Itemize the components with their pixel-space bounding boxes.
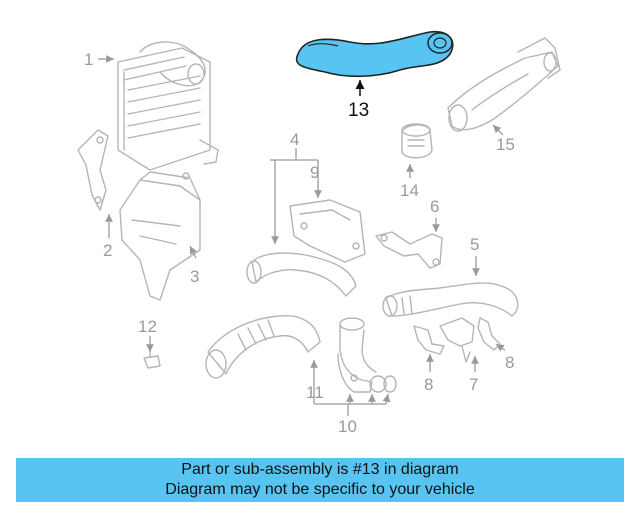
hose-part-5 [382, 282, 519, 317]
duct-part-15 [447, 37, 561, 132]
callout-8a: 8 [424, 375, 433, 394]
sleeve-part-14 [401, 123, 433, 159]
callout-14: 14 [400, 181, 419, 200]
clip-part-12 [143, 349, 161, 369]
bracket-part-6 [375, 231, 443, 269]
intercooler-part [117, 41, 219, 171]
heat-shield-part-9 [289, 199, 366, 263]
callout-8b: 8 [505, 353, 514, 372]
callout-2: 2 [103, 241, 112, 260]
bracket-part [77, 129, 109, 211]
callout-3: 3 [190, 267, 199, 286]
leader-15 [492, 124, 504, 136]
pipe-part-10 [337, 317, 397, 393]
duct-housing-part [119, 171, 201, 301]
banner-line-2: Diagram may not be specific to your vehi… [165, 481, 475, 498]
callout-12: 12 [138, 317, 157, 336]
leader-8b [495, 343, 506, 352]
callout-15: 15 [496, 135, 515, 154]
callout-5: 5 [470, 235, 479, 254]
callout-6: 6 [430, 197, 439, 216]
leader-10-d [382, 393, 391, 405]
banner-line-1: Part or sub-assembly is #13 in diagram [181, 461, 459, 478]
leader-3 [189, 245, 197, 259]
highlighted-hose-part-13 [295, 30, 454, 78]
callout-7: 7 [469, 375, 478, 394]
callout-4: 4 [290, 130, 299, 149]
bracket-part-7 [439, 317, 475, 363]
callout-1: 1 [84, 50, 93, 69]
callout-9: 9 [310, 163, 319, 182]
callout-11: 11 [306, 383, 324, 402]
callout-10: 10 [338, 417, 357, 436]
clamp-part-8-left [413, 325, 445, 355]
hose-part-11 [205, 315, 321, 379]
info-banner: Part or sub-assembly is #13 in diagram D… [16, 458, 624, 502]
callout-13: 13 [348, 100, 369, 121]
hose-part-4 [246, 252, 357, 297]
